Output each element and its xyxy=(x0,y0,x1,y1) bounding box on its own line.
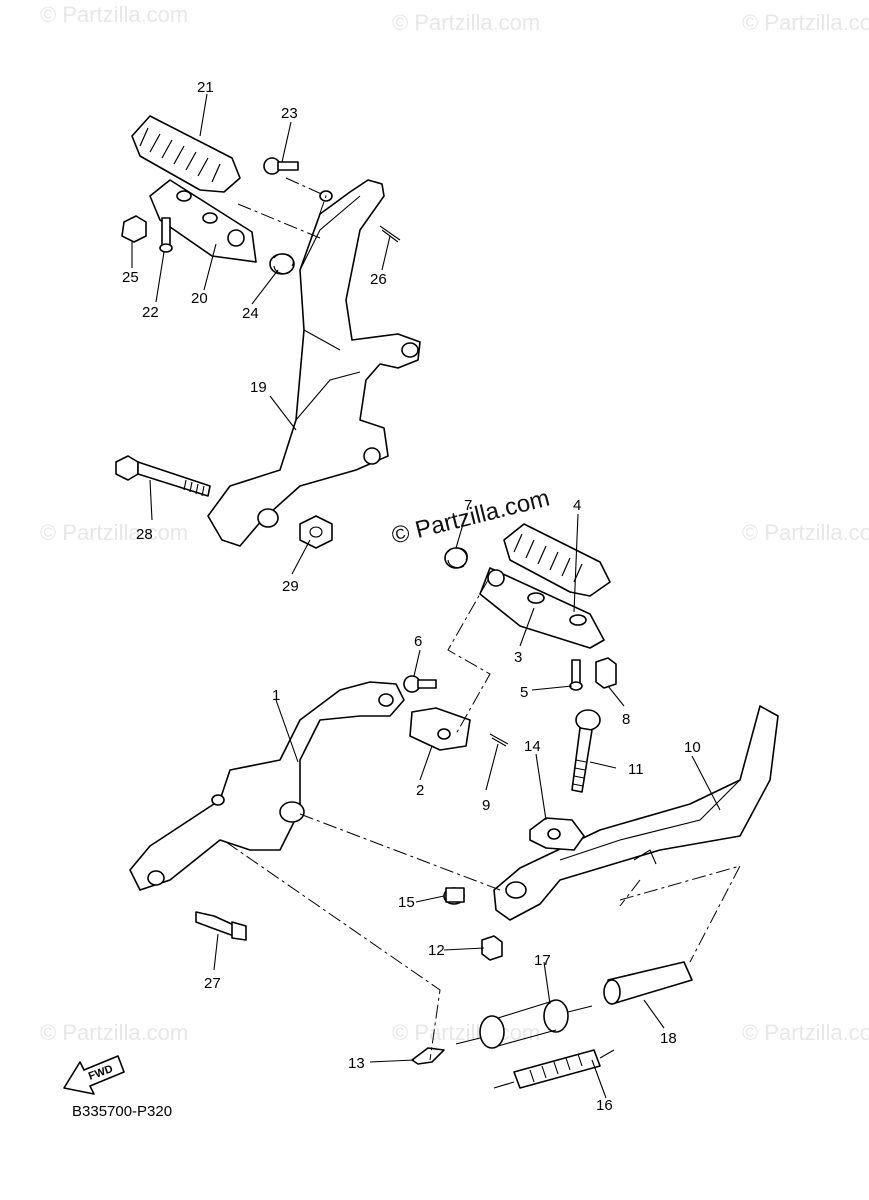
part-28-bolt xyxy=(115,455,211,497)
part-5-bolt xyxy=(569,659,583,691)
part-23-pin xyxy=(263,157,299,175)
callout-6[interactable]: 6 xyxy=(414,633,422,650)
callout-3[interactable]: 3 xyxy=(514,649,522,666)
callout-5[interactable]: 5 xyxy=(520,684,528,701)
part-25-nut xyxy=(121,215,147,243)
callout-8[interactable]: 8 xyxy=(622,711,630,728)
part-15-collar xyxy=(443,887,465,905)
watermarks: © Partzilla.com © Partzilla.com © Partzi… xyxy=(40,2,869,1045)
part-6-pin xyxy=(403,675,437,693)
part-21-rubber xyxy=(131,115,241,193)
callout-2[interactable]: 2 xyxy=(416,782,424,799)
callout-19[interactable]: 19 xyxy=(250,379,267,396)
callout-9[interactable]: 9 xyxy=(482,797,490,814)
part-7-spring xyxy=(444,547,468,569)
fwd-arrow-icon: FWD xyxy=(63,1055,125,1095)
part-27-bolt xyxy=(195,911,247,941)
callout-16[interactable]: 16 xyxy=(596,1097,613,1114)
watermark-top-right: © Partzilla.com xyxy=(742,10,869,35)
callout-11[interactable]: 11 xyxy=(628,761,644,778)
part-8-nut xyxy=(595,657,617,689)
part-18-cover xyxy=(603,961,693,1005)
part-29-nut xyxy=(299,515,333,549)
part-9-cotter-pin xyxy=(489,733,509,747)
part-17-spring xyxy=(455,999,593,1049)
part-24-spring xyxy=(269,253,295,275)
callout-10[interactable]: 10 xyxy=(684,739,701,756)
part-14-holder xyxy=(529,817,585,851)
part-16-spring xyxy=(493,1049,615,1089)
callout-12[interactable]: 12 xyxy=(428,942,445,959)
part-20-footpeg xyxy=(149,179,257,263)
part-13-clip xyxy=(411,1047,445,1065)
callout-15[interactable]: 15 xyxy=(398,894,415,911)
callout-22[interactable]: 22 xyxy=(142,304,159,321)
watermark-mid-right: © Partzilla.com xyxy=(742,520,869,545)
part-12-nut xyxy=(481,935,503,961)
callout-7[interactable]: 7 xyxy=(464,497,472,514)
part-1-stand-bracket xyxy=(129,681,405,891)
callout-28[interactable]: 28 xyxy=(136,526,153,543)
assembly-lines xyxy=(225,177,741,1061)
part-2-bracket xyxy=(409,707,471,751)
watermark-bottom-left: © Partzilla.com xyxy=(40,1020,188,1045)
callout-27[interactable]: 27 xyxy=(204,975,221,992)
callout-18[interactable]: 18 xyxy=(660,1030,677,1047)
leader-lines xyxy=(131,93,721,1099)
part-3-footpeg xyxy=(479,567,605,649)
part-4-rubber xyxy=(503,523,611,597)
watermark-top-left: © Partzilla.com xyxy=(40,2,188,27)
diagram-code: B335700-P320 xyxy=(72,1103,172,1120)
callout-25[interactable]: 25 xyxy=(122,269,139,286)
part-11-bolt xyxy=(571,709,601,793)
callout-21[interactable]: 21 xyxy=(197,79,214,96)
callout-23[interactable]: 23 xyxy=(281,105,298,122)
callout-29[interactable]: 29 xyxy=(282,578,299,595)
callout-17[interactable]: 17 xyxy=(534,952,551,969)
callout-4[interactable]: 4 xyxy=(573,497,581,514)
callout-13[interactable]: 13 xyxy=(348,1055,365,1072)
watermark-bottom-right: © Partzilla.com xyxy=(742,1020,869,1045)
watermark-mid-left: © Partzilla.com xyxy=(40,520,188,545)
callout-24[interactable]: 24 xyxy=(242,305,259,322)
callout-20[interactable]: 20 xyxy=(191,290,208,307)
part-22-bolt xyxy=(159,217,173,253)
callout-14[interactable]: 14 xyxy=(524,738,541,755)
callout-26[interactable]: 26 xyxy=(370,271,387,288)
callout-1[interactable]: 1 xyxy=(272,687,280,704)
part-10-side-stand xyxy=(493,705,779,921)
callouts: 21 23 25 22 20 24 26 19 28 29 4 7 3 5 6 … xyxy=(122,79,701,1114)
part-26-cotter-pin xyxy=(379,225,401,243)
watermark-top-center: © Partzilla.com xyxy=(392,10,540,35)
